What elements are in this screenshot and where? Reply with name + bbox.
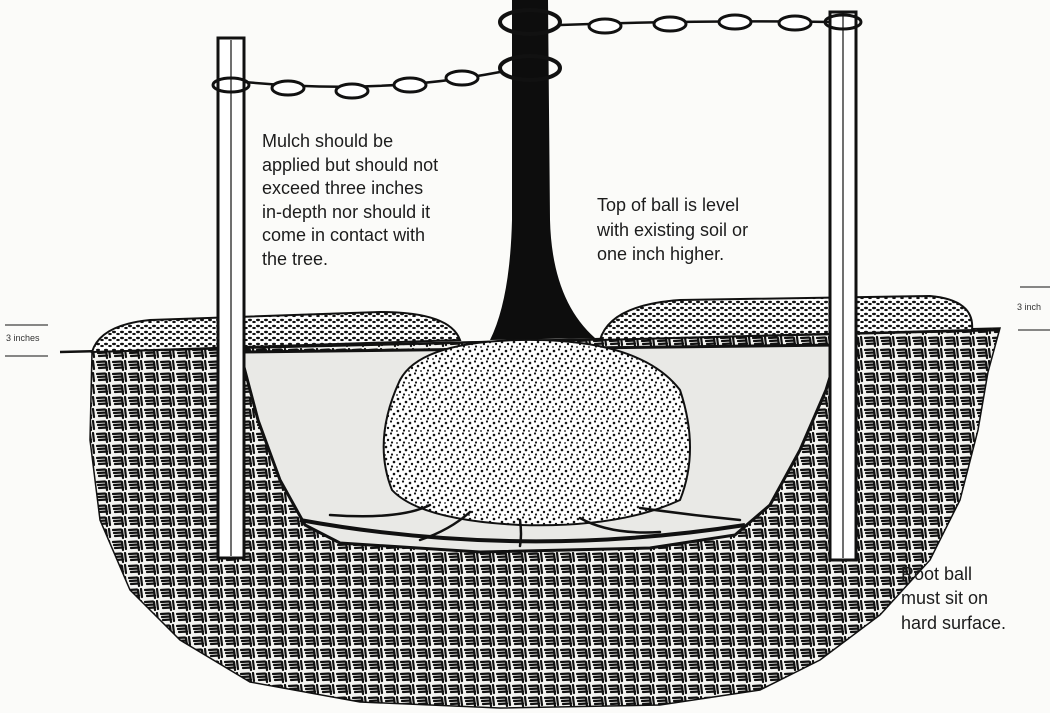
ball-level-note-line: Top of ball is level — [597, 193, 748, 218]
root-ball-note-line: Root ball — [901, 562, 1006, 586]
root-ball-note-line: must sit on — [901, 586, 1006, 610]
root-ball-note: Root ball must sit on hard surface. — [901, 562, 1006, 635]
mulch-note: Mulch should be applied but should not e… — [262, 130, 438, 272]
mulch-note-line: the tree. — [262, 248, 438, 272]
ball-level-note-line: one inch higher. — [597, 242, 748, 267]
root-ball — [384, 340, 690, 525]
mulch-note-line: in-depth nor should it — [262, 201, 438, 225]
ball-level-note: Top of ball is level with existing soil … — [597, 193, 748, 267]
dimension-label-left: 3 inches — [6, 333, 40, 343]
tree-trunk — [490, 0, 595, 340]
chain-left — [245, 71, 500, 98]
mulch-note-line: come in contact with — [262, 224, 438, 248]
root-ball-note-line: hard surface. — [901, 611, 1006, 635]
mulch-note-line: exceed three inches — [262, 177, 438, 201]
mulch-note-line: applied but should not — [262, 154, 438, 178]
dimension-label-right: 3 inch — [1017, 302, 1041, 312]
ball-level-note-line: with existing soil or — [597, 218, 748, 243]
chain-right — [560, 15, 830, 33]
mulch-note-line: Mulch should be — [262, 130, 438, 154]
